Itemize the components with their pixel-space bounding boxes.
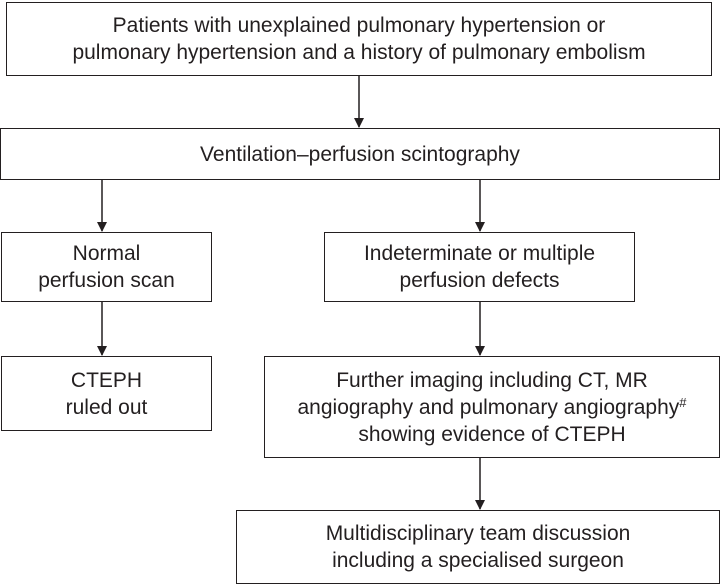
top-box-line2: pulmonary hypertension and a history of …: [72, 41, 646, 64]
top-box-line1: Patients with unexplained pulmonary hype…: [112, 14, 606, 37]
ruled-out-line2: ruled out: [65, 395, 148, 419]
imaging-line1: Further imaging including CT, MR: [336, 368, 648, 392]
cteph-ruled-out-box: CTEPH ruled out: [1, 356, 212, 431]
normal-box-line2: perfusion scan: [38, 269, 175, 292]
scintigraphy-label: Ventilation–perfusion scintography: [200, 142, 520, 166]
indeterminate-box-line2: perfusion defects: [399, 269, 560, 292]
mdt-discussion-box: Multidisciplinary team discussion includ…: [236, 510, 720, 584]
imaging-line2: angiography and pulmonary angiography#: [297, 394, 686, 421]
footnote-mark: #: [679, 394, 687, 410]
mdt-line2: including a specialised surgeon: [332, 549, 624, 572]
top-box: Patients with unexplained pulmonary hype…: [6, 2, 712, 76]
imaging-line2-text: angiography and pulmonary angiography: [297, 395, 680, 419]
indeterminate-box-line1: Indeterminate or multiple: [363, 242, 596, 265]
mdt-line1: Multidisciplinary team discussion: [325, 522, 631, 545]
scintigraphy-box: Ventilation–perfusion scintography: [0, 128, 720, 180]
normal-perfusion-box: Normal perfusion scan: [1, 232, 212, 302]
ruled-out-line1: CTEPH: [70, 368, 143, 392]
further-imaging-box: Further imaging including CT, MR angiogr…: [264, 356, 720, 458]
imaging-line3: showing evidence of CTEPH: [358, 422, 626, 446]
indeterminate-box: Indeterminate or multiple perfusion defe…: [324, 232, 635, 302]
normal-box-line1: Normal: [72, 242, 141, 265]
